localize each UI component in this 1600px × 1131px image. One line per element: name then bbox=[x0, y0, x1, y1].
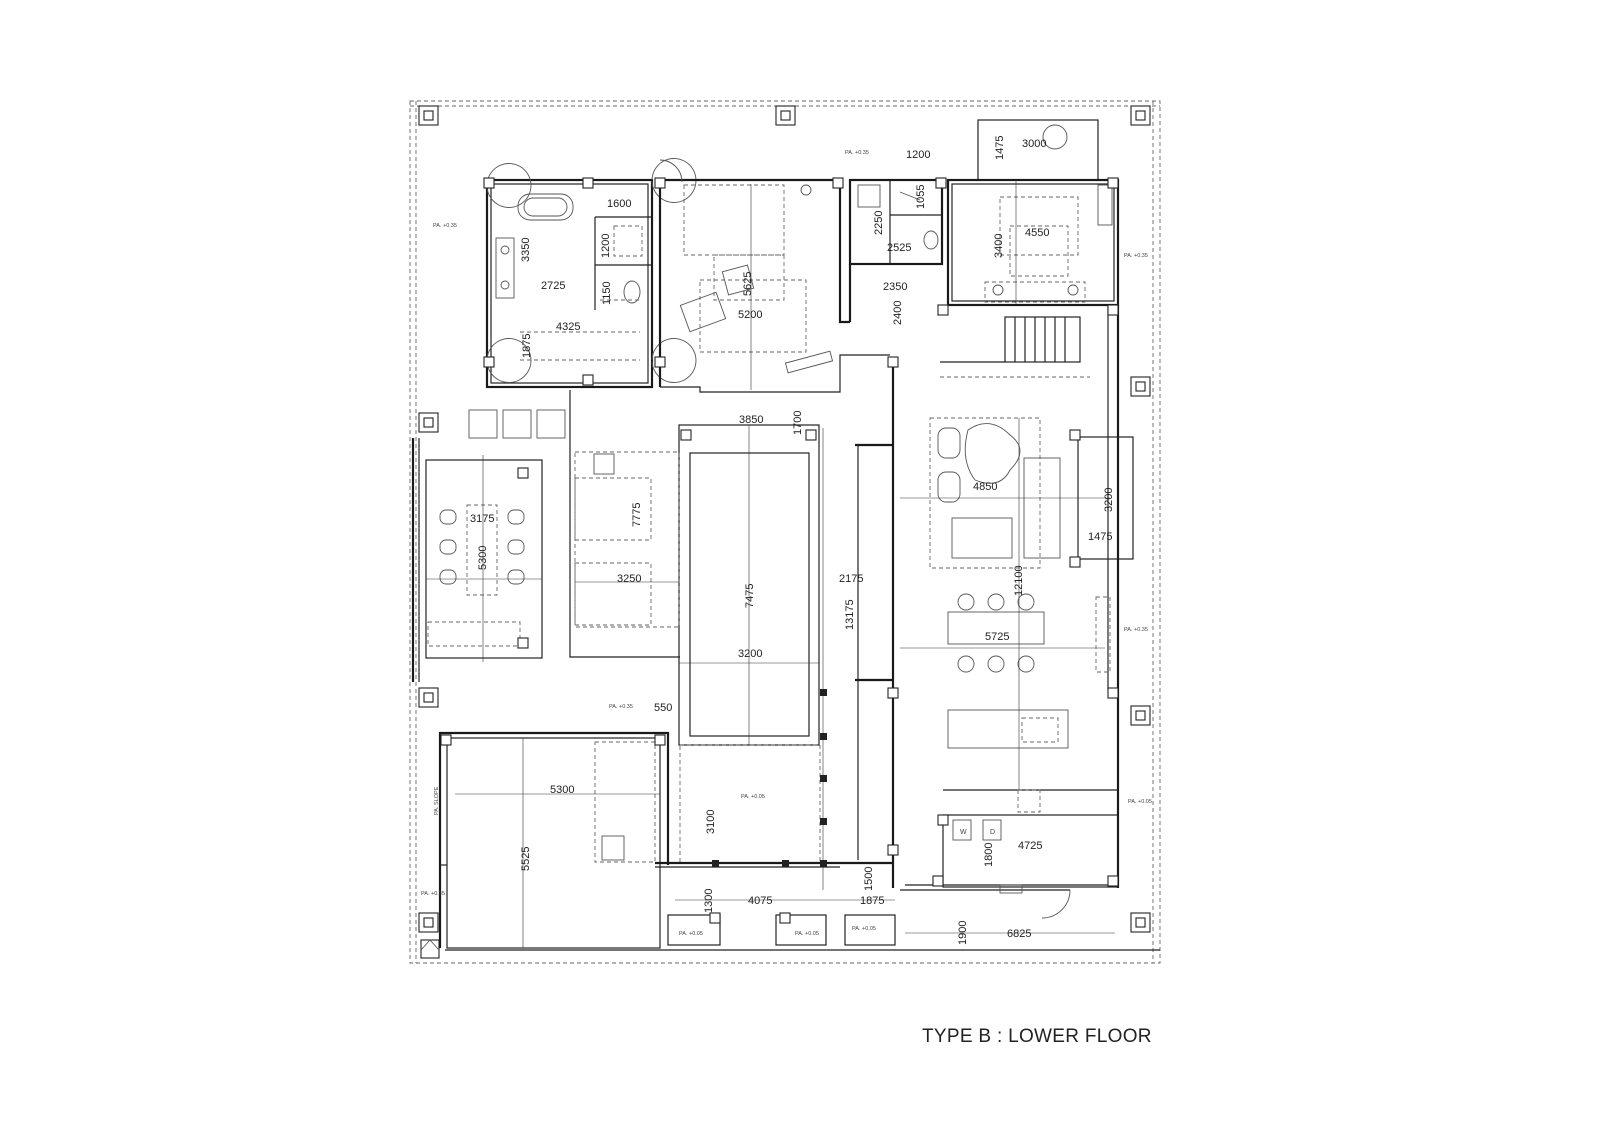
dim-3350: 3350 bbox=[520, 238, 532, 262]
pool bbox=[678, 424, 893, 890]
dim-2350: 2350 bbox=[883, 281, 907, 293]
master-bedroom bbox=[658, 159, 890, 393]
dim-3200-pool: 3200 bbox=[738, 648, 762, 660]
dim-5625: 5625 bbox=[742, 272, 754, 296]
dim-3200-bay: 3200 bbox=[1103, 488, 1115, 512]
dim-5300-bedroom: 5300 bbox=[550, 784, 574, 796]
dim-1200-bath: 1200 bbox=[600, 234, 612, 258]
dim-1055: 1055 bbox=[915, 185, 927, 209]
pool-deck bbox=[655, 744, 1115, 946]
note-level-h: PA. +0.05 bbox=[1128, 799, 1152, 805]
dim-3400: 3400 bbox=[993, 234, 1005, 258]
dim-2250: 2250 bbox=[873, 211, 885, 235]
dim-7775: 7775 bbox=[631, 503, 643, 527]
dim-1600: 1600 bbox=[607, 198, 631, 210]
washer-label: W bbox=[960, 829, 967, 836]
dim-1500: 1500 bbox=[863, 867, 875, 891]
dim-3000: 3000 bbox=[1022, 138, 1046, 150]
dim-1875-bath: 1875 bbox=[521, 334, 533, 358]
note-level-c: PA. +0.35 bbox=[1124, 253, 1148, 259]
note-level-i: PA. +0.05 bbox=[679, 931, 703, 937]
dim-3250: 3250 bbox=[617, 573, 641, 585]
dim-5300-terrace: 5300 bbox=[477, 546, 489, 570]
dim-1475-top: 1475 bbox=[994, 136, 1006, 160]
living-dining-zone bbox=[891, 305, 1134, 888]
dim-1700: 1700 bbox=[792, 411, 804, 435]
dim-1200: 1200 bbox=[906, 149, 930, 161]
dim-2525: 2525 bbox=[887, 242, 911, 254]
dim-4550: 4550 bbox=[1025, 227, 1049, 239]
dim-2175: 2175 bbox=[839, 573, 863, 585]
dim-3850: 3850 bbox=[739, 414, 763, 426]
dryer-label: D bbox=[990, 829, 995, 836]
note-slope: PA. SLOPE bbox=[434, 786, 440, 815]
note-level-f: PA. +0.35 bbox=[421, 891, 445, 897]
dim-5725: 5725 bbox=[985, 631, 1009, 643]
structural-columns bbox=[440, 177, 1119, 924]
dim-12100: 12100 bbox=[1013, 565, 1025, 596]
dim-5200: 5200 bbox=[738, 309, 762, 321]
dim-550: 550 bbox=[654, 702, 672, 714]
dim-4725: 4725 bbox=[1018, 840, 1042, 852]
note-level-k: PA. +0.05 bbox=[852, 926, 876, 932]
note-level-g: PA. +0.05 bbox=[741, 794, 765, 800]
master-bath bbox=[485, 158, 697, 389]
dim-7475: 7475 bbox=[744, 584, 756, 608]
note-level-e: PA. +0.35 bbox=[609, 704, 633, 710]
dim-4325: 4325 bbox=[556, 321, 580, 333]
dim-2725: 2725 bbox=[541, 280, 565, 292]
dim-1900: 1900 bbox=[957, 921, 969, 945]
note-level-a: PA. +0.35 bbox=[845, 150, 869, 156]
terrace bbox=[411, 390, 680, 682]
level-notes: PA. +0.35 PA. +0.35 PA. +0.35 PA. +0.35 … bbox=[421, 150, 1152, 937]
dim-2400: 2400 bbox=[892, 301, 904, 325]
dim-3100: 3100 bbox=[705, 810, 717, 834]
boundary-columns bbox=[418, 105, 1151, 933]
dim-3175: 3175 bbox=[470, 513, 494, 525]
staircase bbox=[940, 316, 1090, 378]
dim-1875-deck: 1875 bbox=[860, 895, 884, 907]
dim-13175: 13175 bbox=[844, 599, 856, 630]
dim-1300: 1300 bbox=[703, 889, 715, 913]
dim-1800: 1800 bbox=[983, 843, 995, 867]
dim-5525: 5525 bbox=[520, 847, 532, 871]
dimension-labels: 1200 3000 1475 1600 3350 1200 2725 1150 … bbox=[470, 136, 1115, 945]
dim-6825: 6825 bbox=[1007, 928, 1031, 940]
dim-1150: 1150 bbox=[601, 281, 613, 305]
dim-1475-bay: 1475 bbox=[1088, 531, 1112, 543]
guest-bath bbox=[848, 178, 944, 322]
note-level-d: PA. +0.35 bbox=[1124, 627, 1148, 633]
lower-bedroom bbox=[420, 731, 1160, 959]
guest-bedroom bbox=[946, 119, 1120, 307]
plan-caption: TYPE B : LOWER FLOOR bbox=[922, 1026, 1152, 1047]
dim-4075: 4075 bbox=[748, 895, 772, 907]
dim-4850: 4850 bbox=[973, 481, 997, 493]
note-level-j: PA. +0.05 bbox=[795, 931, 819, 937]
note-level-b: PA. +0.35 bbox=[433, 223, 457, 229]
